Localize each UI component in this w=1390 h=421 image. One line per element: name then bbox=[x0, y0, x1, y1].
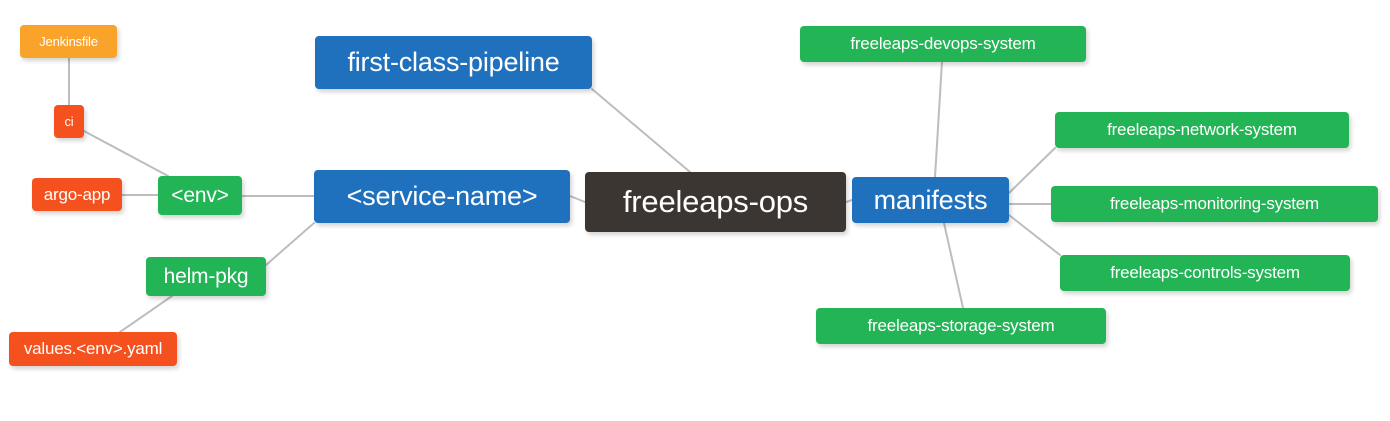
mindmap-node-label: freeleaps-devops-system bbox=[850, 34, 1036, 53]
mindmap-node-argo-app[interactable]: argo-app bbox=[32, 178, 122, 211]
mindmap-node-helm-pkg[interactable]: helm-pkg bbox=[146, 257, 266, 296]
mindmap-node-manifests[interactable]: manifests bbox=[852, 177, 1009, 223]
mindmap-node-freeleaps-storage-system[interactable]: freeleaps-storage-system bbox=[816, 308, 1106, 344]
mindmap-node-values-env-yaml[interactable]: values.<env>.yaml bbox=[9, 332, 177, 366]
mindmap-node-label: freeleaps-monitoring-system bbox=[1109, 194, 1320, 213]
mindmap-node-label: freeleaps-network-system bbox=[1107, 120, 1297, 139]
mindmap-node-label: argo-app bbox=[43, 184, 111, 204]
mindmap-node-freeleaps-network-system[interactable]: freeleaps-network-system bbox=[1055, 112, 1349, 148]
mindmap-node-jenkinsfile[interactable]: Jenkinsfile bbox=[20, 25, 117, 58]
mindmap-node-freeleaps-devops-system[interactable]: freeleaps-devops-system bbox=[800, 26, 1086, 62]
mindmap-node-label: values.<env>.yaml bbox=[23, 339, 163, 358]
edge-env-to-ci bbox=[83, 130, 169, 177]
mindmap-node-label: freeleaps-ops bbox=[622, 184, 809, 219]
mindmap-node-env[interactable]: <env> bbox=[158, 176, 242, 215]
mindmap-node-freeleaps-controls-system[interactable]: freeleaps-controls-system bbox=[1060, 255, 1350, 291]
mindmap-node-label: ci bbox=[64, 114, 74, 129]
mindmap-node-freeleaps-monitoring-system[interactable]: freeleaps-monitoring-system bbox=[1051, 186, 1378, 222]
mindmap-node-service-name[interactable]: <service-name> bbox=[314, 170, 570, 223]
mindmap-node-label: <env> bbox=[171, 183, 229, 207]
mindmap-node-label: first-class-pipeline bbox=[347, 47, 560, 77]
edge-manifests-to-freeleaps-devops-system bbox=[934, 61, 943, 178]
mindmap-node-freeleaps-ops[interactable]: freeleaps-ops bbox=[585, 172, 846, 232]
mindmap-node-label: freeleaps-controls-system bbox=[1110, 263, 1300, 282]
edge-manifests-to-freeleaps-network-system bbox=[1008, 147, 1056, 194]
mindmap-node-label: Jenkinsfile bbox=[39, 34, 98, 49]
mindmap-node-first-class-pipeline[interactable]: first-class-pipeline bbox=[315, 36, 592, 89]
edge-manifests-to-freeleaps-storage-system bbox=[943, 222, 964, 309]
mindmap-node-label: freeleaps-storage-system bbox=[867, 316, 1055, 335]
edge-freeleaps-ops-to-service-name bbox=[569, 195, 586, 203]
mindmap-node-ci[interactable]: ci bbox=[54, 105, 84, 138]
edge-helm-pkg-to-values-env-yaml bbox=[119, 295, 173, 333]
edge-freeleaps-ops-to-first-class-pipeline bbox=[591, 88, 691, 173]
mindmap-node-label: manifests bbox=[873, 184, 988, 215]
mindmap-node-label: <service-name> bbox=[346, 181, 538, 211]
mindmap-node-label: helm-pkg bbox=[163, 264, 249, 288]
edge-service-name-to-helm-pkg bbox=[265, 222, 315, 266]
